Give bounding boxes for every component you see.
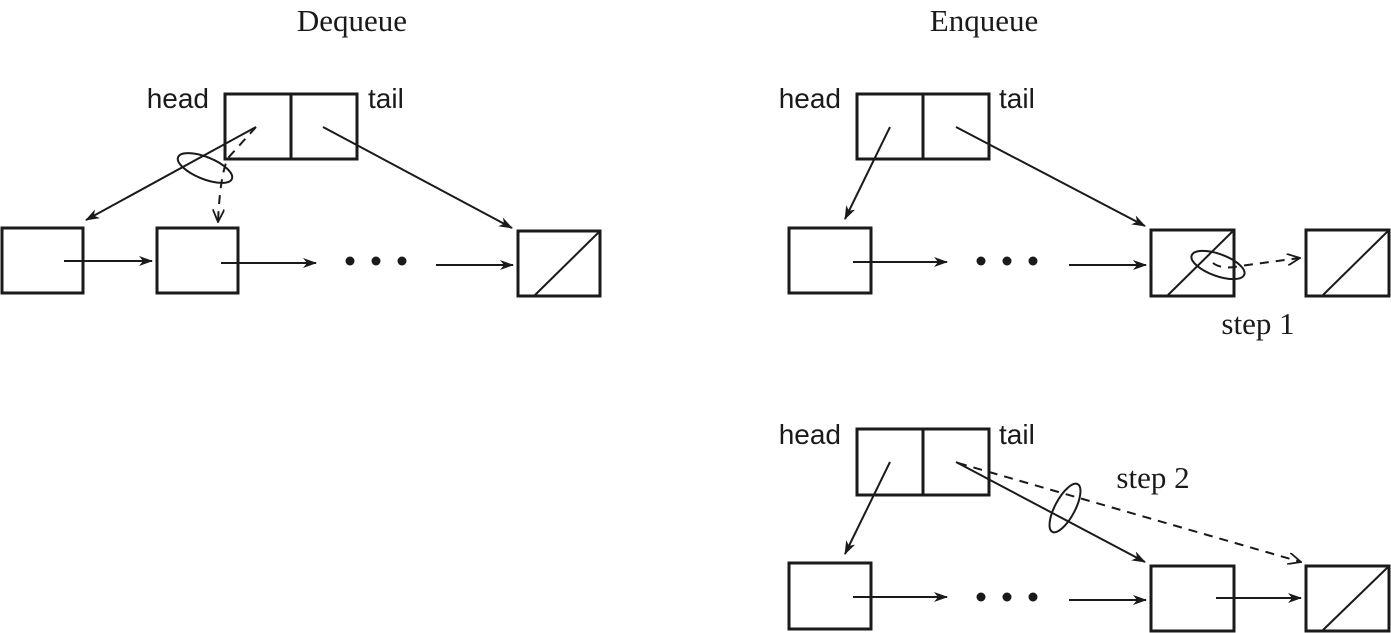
changed-pointer-ellipse: [1048, 482, 1082, 534]
list-node-new: [1304, 228, 1391, 298]
tail-pointer-arrow: [955, 126, 1146, 227]
tail-pointer-new-dashed-arrow: [957, 462, 1301, 562]
ellipsis-dot: [397, 256, 407, 266]
dequeue-title: Dequeue: [297, 3, 407, 38]
head-label: head: [147, 83, 209, 114]
tail-label: tail: [999, 83, 1035, 114]
head-pointer-arrow: [844, 126, 891, 220]
head-pointer-old-arrow: [85, 126, 257, 221]
ellipsis-dot: [345, 256, 355, 266]
list-node: [787, 226, 873, 295]
queue-header-dequeue: head tail: [147, 83, 404, 161]
ellipsis-dot: [1002, 256, 1012, 266]
ellipsis-dots: [976, 256, 1038, 266]
tail-label: tail: [999, 419, 1035, 450]
enqueue-step2-panel: head tail step 2: [779, 419, 1391, 633]
null-pointer-slash: [1322, 230, 1389, 296]
ellipsis-dot: [1002, 592, 1012, 602]
ellipsis-dot: [976, 592, 986, 602]
head-label: head: [779, 83, 841, 114]
ellipsis-dot: [1028, 592, 1038, 602]
enqueue-title: Enqueue: [930, 3, 1038, 38]
tail-label: tail: [368, 83, 404, 114]
ellipsis-dots: [976, 592, 1038, 602]
list-node-old-last: [1149, 228, 1236, 298]
enqueue-step1-panel: Enqueue head tail step 1: [779, 3, 1391, 341]
ellipsis-dots: [345, 256, 407, 266]
null-pointer-slash: [1322, 566, 1389, 631]
dequeue-panel: Dequeue head tail: [0, 3, 602, 298]
head-pointer-new-dashed-arrow: [218, 126, 257, 222]
tail-pointer-old-arrow: [955, 461, 1146, 563]
head-pointer-arrow: [844, 461, 891, 555]
ellipsis-dot: [371, 256, 381, 266]
changed-pointer-ellipse: [1190, 249, 1246, 281]
changed-pointer-ellipse: [176, 152, 234, 184]
head-label: head: [779, 419, 841, 450]
null-pointer-slash: [534, 231, 600, 296]
list-node-last: [516, 229, 602, 298]
ellipsis-dot: [1028, 256, 1038, 266]
step1-label: step 1: [1221, 306, 1294, 341]
step2-label: step 2: [1116, 460, 1189, 495]
ellipsis-dot: [976, 256, 986, 266]
new-next-pointer-dashed-arrow: [1212, 258, 1300, 269]
list-node: [155, 226, 240, 295]
list-node-new-last: [1304, 564, 1391, 633]
tail-pointer-arrow: [322, 126, 513, 229]
null-pointer-slash: [1167, 230, 1234, 296]
